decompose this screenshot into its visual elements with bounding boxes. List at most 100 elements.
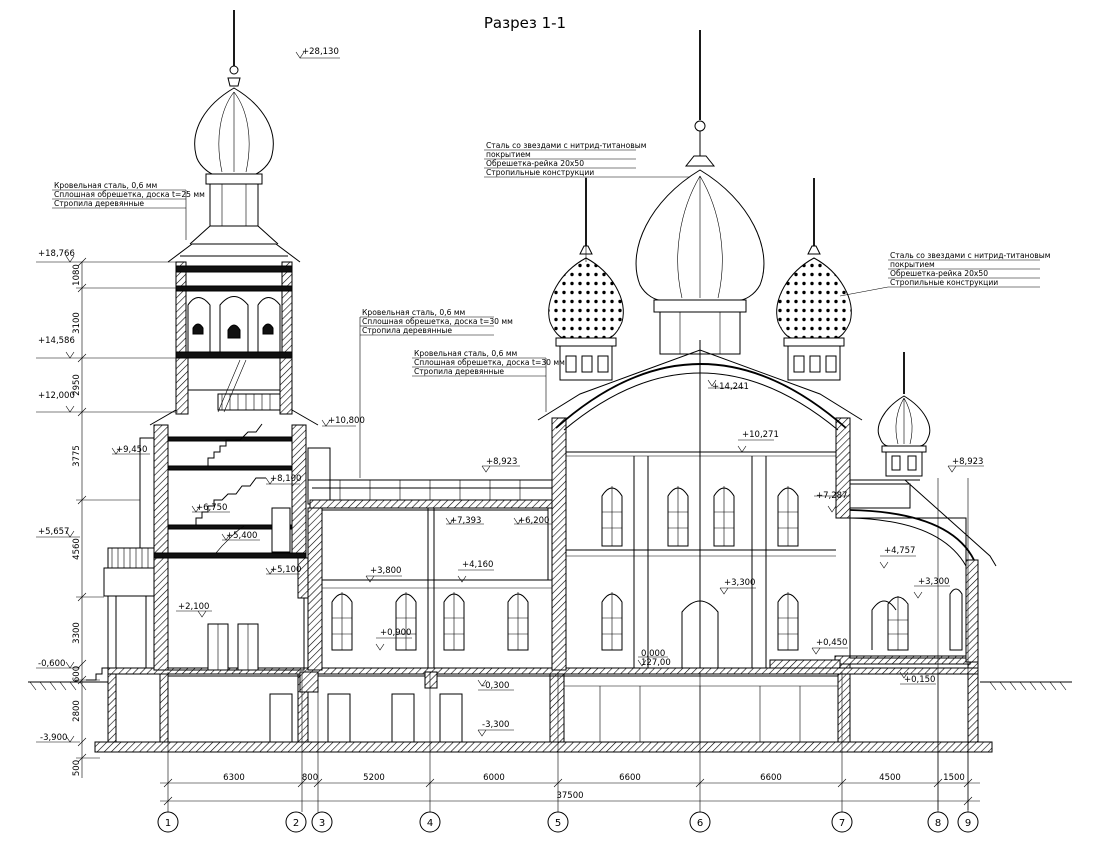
svg-text:+0,900: +0,900 — [380, 628, 411, 638]
level-mark: +2,100 — [176, 602, 212, 618]
level-mark: +12,000 — [36, 391, 178, 413]
svg-text:+9,450: +9,450 — [116, 445, 147, 455]
svg-text:+8,923: +8,923 — [952, 457, 983, 467]
level-mark: +7,393 — [445, 516, 484, 526]
svg-text:3300: 3300 — [72, 622, 82, 644]
level-mark: +5,100 — [265, 565, 301, 575]
svg-text:+7,287: +7,287 — [816, 491, 847, 501]
svg-text:4500: 4500 — [879, 773, 901, 783]
svg-text:+3,800: +3,800 — [370, 566, 401, 576]
svg-text:+8,923: +8,923 — [486, 457, 517, 467]
level-mark: -3,300 — [477, 720, 514, 737]
level-mark: +28,130 — [295, 47, 340, 59]
svg-text:Стропила деревянные: Стропила деревянные — [54, 199, 144, 208]
bell-tower — [86, 10, 319, 681]
svg-text:127,00: 127,00 — [641, 658, 671, 668]
main-temple — [537, 30, 863, 671]
svg-text:+3,300: +3,300 — [918, 577, 949, 587]
ground-and-foundation — [28, 655, 1072, 753]
callout-right-dome: Сталь со звездами с нитрид-титановым пок… — [839, 251, 1051, 297]
axis-marker: 8 — [927, 811, 949, 833]
svg-text:-3,900: -3,900 — [40, 733, 67, 743]
svg-text:Кровельная сталь, 0,6 мм: Кровельная сталь, 0,6 мм — [54, 181, 158, 190]
svg-text:4: 4 — [427, 818, 433, 829]
svg-text:Обрешетка-рейка 20х50: Обрешетка-рейка 20х50 — [890, 269, 988, 278]
svg-text:1080: 1080 — [72, 264, 82, 286]
svg-text:+2,100: +2,100 — [178, 602, 209, 612]
svg-text:+7,393: +7,393 — [450, 516, 481, 526]
svg-text:9: 9 — [965, 818, 971, 829]
svg-text:Стропила деревянные: Стропила деревянные — [414, 367, 504, 376]
svg-text:+4,160: +4,160 — [462, 560, 493, 570]
level-mark: +14,586 — [36, 336, 178, 359]
axis-marker: 1 — [157, 811, 179, 833]
svg-text:37500: 37500 — [556, 791, 583, 801]
svg-text:+12,000: +12,000 — [38, 391, 75, 401]
svg-text:5: 5 — [555, 818, 561, 829]
svg-text:+18,766: +18,766 — [38, 249, 75, 259]
svg-text:6300: 6300 — [223, 773, 245, 783]
axis-marker: 4 — [419, 811, 441, 833]
svg-text:Сталь со звездами с нитрид-тит: Сталь со звездами с нитрид-титановым — [890, 251, 1051, 260]
svg-text:+3,300: +3,300 — [724, 578, 755, 588]
svg-text:+6,200: +6,200 — [518, 516, 549, 526]
level-mark: +14,241 — [707, 379, 749, 392]
svg-text:Стропильные конструкции: Стропильные конструкции — [486, 168, 594, 177]
svg-text:Сплошная обрешетка, доска t=3: Сплошная обрешетка, доска t=30 мм — [414, 358, 565, 367]
svg-text:+5,400: +5,400 — [226, 531, 257, 541]
level-mark: +4,160 — [457, 560, 494, 583]
svg-text:+5,657: +5,657 — [38, 527, 69, 537]
callout-refectory-roof-a: Кровельная сталь, 0,6 мм Сплошная обреше… — [359, 308, 513, 478]
svg-text:Сталь со звездами с нитрид-тит: Сталь со звездами с нитрид-титановым — [486, 141, 647, 150]
svg-text:2: 2 — [293, 818, 299, 829]
axis-marker: 3 — [311, 811, 333, 833]
svg-text:+4,757: +4,757 — [884, 546, 915, 556]
vertical-dimensions: 1080 3100 2950 3775 4560 3300 600 2800 5… — [72, 257, 176, 778]
svg-text:1: 1 — [165, 818, 171, 829]
svg-text:Стропила деревянные: Стропила деревянные — [362, 326, 452, 335]
svg-text:Кровельная сталь, 0,6 мм: Кровельная сталь, 0,6 мм — [362, 308, 466, 317]
level-marks: +28,130 +18,766 +14,586 +12,000 +10,800 … — [36, 47, 984, 743]
level-mark: +3,300 — [719, 578, 756, 595]
level-mark: +0,150 — [899, 671, 936, 685]
svg-text:Сплошная обрешетка, доска t=3: Сплошная обрешетка, доска t=30 мм — [362, 317, 513, 326]
level-mark: +7,287 — [814, 491, 850, 513]
svg-text:+10,800: +10,800 — [328, 416, 365, 426]
level-mark: -0,300 — [477, 679, 514, 691]
level-mark: +8,100 — [265, 474, 301, 485]
svg-text:8: 8 — [935, 818, 941, 829]
svg-text:3: 3 — [319, 818, 325, 829]
axis-marker: 7 — [831, 811, 853, 833]
level-mark: +18,766 — [36, 249, 178, 263]
level-mark: +0,450 — [811, 638, 848, 655]
svg-text:600: 600 — [72, 666, 82, 682]
level-mark: -3,900 — [36, 733, 80, 743]
svg-text:3775: 3775 — [72, 445, 82, 467]
axis-marker: 6 — [689, 811, 711, 833]
svg-text:6600: 6600 — [760, 773, 782, 783]
level-mark: +9,450 — [111, 445, 150, 455]
svg-text:+10,271: +10,271 — [742, 430, 779, 440]
level-mark: +10,271 — [737, 430, 779, 453]
svg-text:+5,100: +5,100 — [270, 565, 301, 575]
level-mark: +3,800 — [365, 566, 402, 583]
svg-text:2950: 2950 — [72, 374, 82, 396]
level-mark: +8,923 — [481, 457, 520, 473]
svg-text:+6,750: +6,750 — [196, 503, 227, 513]
svg-text:Стропильные конструкции: Стропильные конструкции — [890, 278, 998, 287]
svg-text:6000: 6000 — [483, 773, 505, 783]
level-mark: -0,600 — [36, 659, 80, 669]
horizontal-dimensions: 6300 800 5200 6000 6600 6600 4500 1500 3… — [160, 773, 980, 806]
axis-marker: 9 — [957, 811, 979, 833]
level-mark: +4,757 — [879, 546, 916, 569]
svg-text:7: 7 — [839, 818, 845, 829]
svg-text:Кровельная сталь, 0,6 мм: Кровельная сталь, 0,6 мм — [414, 349, 518, 358]
level-mark: +5,657 — [36, 527, 80, 538]
svg-text:0,000: 0,000 — [641, 649, 665, 659]
drawing-title: Разрез 1-1 — [484, 14, 566, 32]
svg-text:+8,100: +8,100 — [270, 474, 301, 484]
svg-text:1500: 1500 — [943, 773, 965, 783]
svg-text:покрытием: покрытием — [890, 260, 935, 269]
callout-refectory-roof-b: Кровельная сталь, 0,6 мм Сплошная обреше… — [412, 349, 565, 412]
